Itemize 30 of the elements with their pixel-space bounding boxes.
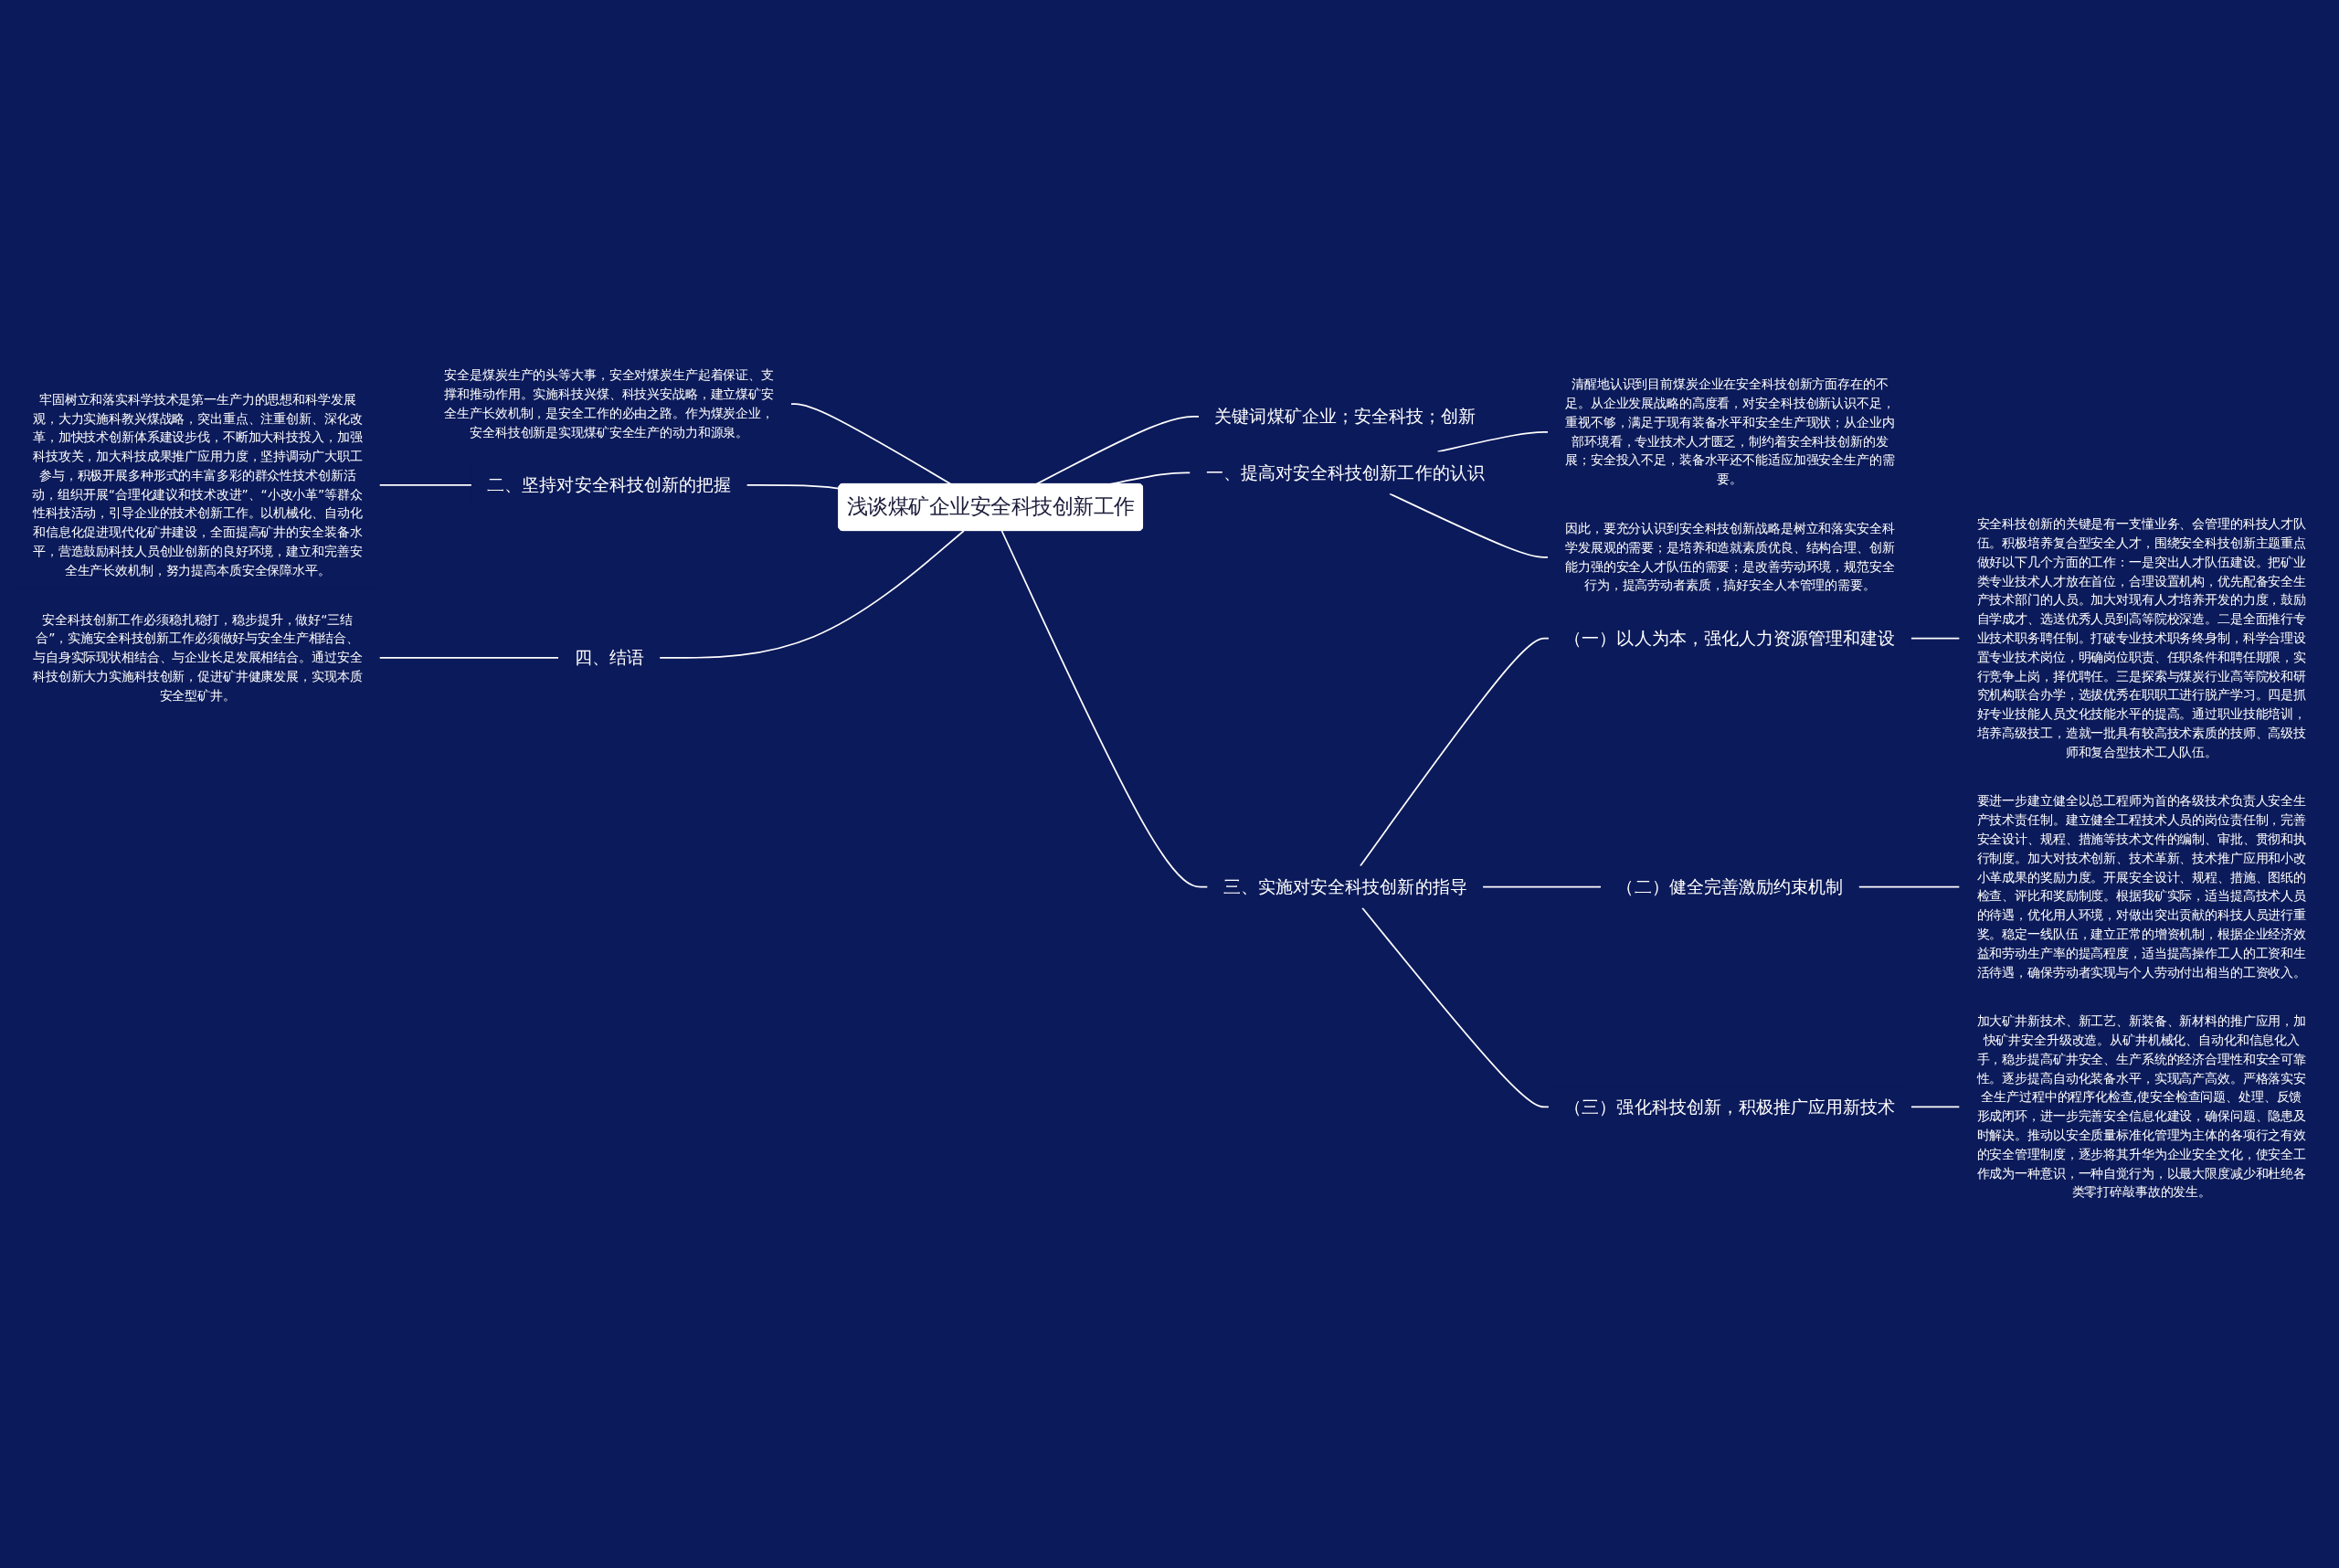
connector [1910, 1106, 1961, 1108]
node-text: 二、坚持对安全科技创新的把握 [487, 475, 732, 495]
connector [790, 403, 952, 485]
node-text: 三、实施对安全科技创新的指导 [1222, 876, 1467, 897]
connector [1359, 637, 1550, 867]
node-text: 因此，要充分认识到安全科技创新战略是树立和落实安全科学发展观的需要；是培养和造就素质优良、结构合理、创新能力强的安全人才队伍的需要；是改善劳动环境，规范安全行为，提高劳动者素质，搞好安全人本管理的需要。 [1565, 520, 1895, 593]
node-text: 要进一步建立健全以总工程师为首的各级技术负责人安全生产技术责任制。建立健全工程技术人员的岗位责任制，完善安全设计、规程、措施等技术文件的编制、审批、贯彻和执行制度。加大对技术创新、技术革新、技术推广应用和小改小革成果的奖励力度。开展安全设计、规程、措施、图纸的检查、评比和奖励制度。根据我矿实际，适当提高技术人员的待遇，优化用人环境，对做出突出贡献的科技人员进行重奖。稳定一线队伍，建立正常的增资机制，根据企业经济效益和劳动生产率的提高程度，适当提高操作工人的工资和生活待遇，确保劳动者实现与个人劳动付出相当的工资收入。 [1976, 793, 2307, 980]
connector [1361, 906, 1550, 1108]
connector [1857, 885, 1961, 888]
connector [659, 530, 965, 659]
node-text: 一、提高对安全科技创新工作的认识 [1205, 462, 1485, 483]
connector [1910, 637, 1961, 640]
node-text: 安全是煤炭生产的头等大事，安全对煤炭生产起着保证、支撑和推动作用。实施科技兴煤、科技兴安战略，建立煤矿安全生产长效机制，是安全工作的必由之路。作为煤炭企业，安全科技创新是实现煤矿安全生产的动力和源泉。 [444, 367, 774, 440]
connector [378, 484, 472, 486]
node-text: 关键词煤矿企业；安全科技；创新 [1214, 406, 1476, 427]
node-text: 四、结语 [574, 648, 644, 668]
node-text: 安全科技创新的关键是有一支懂业务、会管理的科技人才队伍。积极培养复合型安全人才，围绕安全科技创新主题重点做好以下几个方面的工作：一是突出人才队伍建设。把矿业类专业技术人才放在首位，合理设置机构，优先配备安全生产技术部门的人员。加大对现有人才培养开发的力度，鼓励自学成才、选送优秀人员到高等院校深造。二是全面推行专业技术职务聘任制。打破专业技术职务终身制，科学合理设置专业技术岗位，明确岗位职责、任职条件和聘任期限，实行竞争上岗，择优聘任。三是探索与煤炭行业高等院校和研究机构联合办学，选拔优秀在职职工进行脱产学习。四是抓好专业技能人员文化技能水平的提高。通过职业技能培训，培养高级技工，造就一批具有较高技术素质的技师、高级技师和复合型技术工人队伍。 [1976, 516, 2307, 760]
node-text: 安全科技创新工作必须稳扎稳打，稳步提升，做好“三结合”，实施安全科技创新工作必须做好与安全生产相结合、与自身实际现状相结合、与企业长足发展相结合。通过安全科技创新大力实施科技创新，促进矿井健康发展，实现本质安全型矿井。 [32, 611, 363, 704]
connector [1436, 431, 1549, 453]
node-text: 加大矿井新技术、新工艺、新装备、新材料的推广应用，加快矿井安全升级改造。从矿井机械化、自动化和信息化入手，稳步提高矿井安全、生产系统的经济合理性和安全可靠性。逐步提高自动化装备水平，实现高产高效。严格落实安全生产过程中的程序化检查,使安全检查问题、处理、反馈形成闭环，进一步完善安全信息化建设，确保问题、隐患及时解决。推动以安全质量标准化管理为主体的各项行之有效的安全管理制度，逐步将其升华为企业安全文化，使安全工作成为一种意识，一种自觉行为，以最大限度减少和杜绝各类零打碎敲事故的发生。 [1976, 1013, 2307, 1200]
node-text: （一）以人为本，强化人力资源管理和建设 [1564, 628, 1896, 649]
node-text: 牢固树立和落实科学技术是第一生产力的思想和科学发展观，大力实施科教兴煤战略，突出重点、注重创新、深化改革，加快技术创新体系建设步伐，不断加大科技投入，加强科技攻关，加大科技成果推广应用力度，坚持调动广大职工参与，积极开展多种形式的丰富多彩的群众性技术创新活动，组织开展“合理化建议和技术改进”、“小改小革”等群众性科技活动，引导企业的技术创新工作。以机械化、自动化和信息化促进现代化矿井建设，全面提高矿井的安全装备水平，营造鼓励科技人员创业创新的良好环境，建立和完善安全生产长效机制，努力提高本质安全保障水平。 [32, 391, 363, 578]
connector [1389, 493, 1549, 558]
connector [1482, 885, 1602, 888]
connector [1000, 530, 1209, 888]
connector [378, 656, 560, 659]
connector [1035, 415, 1200, 485]
node-text: （三）强化科技创新，积极推广应用新技术 [1564, 1097, 1896, 1118]
node-text: 清醒地认识到目前煤炭企业在安全科技创新方面存在的不足。从企业发展战略的高度看，对安全科技创新认识不足，重视不够，满足于现有装备水平和安全生产现状；从企业内部环境看，专业技术人才匮乏，制约着安全科技创新的发展；安全投入不足，装备水平还不能适应加强安全生产的需要。 [1565, 376, 1895, 487]
node-text: （二）健全完善激励约束机制 [1616, 876, 1844, 897]
